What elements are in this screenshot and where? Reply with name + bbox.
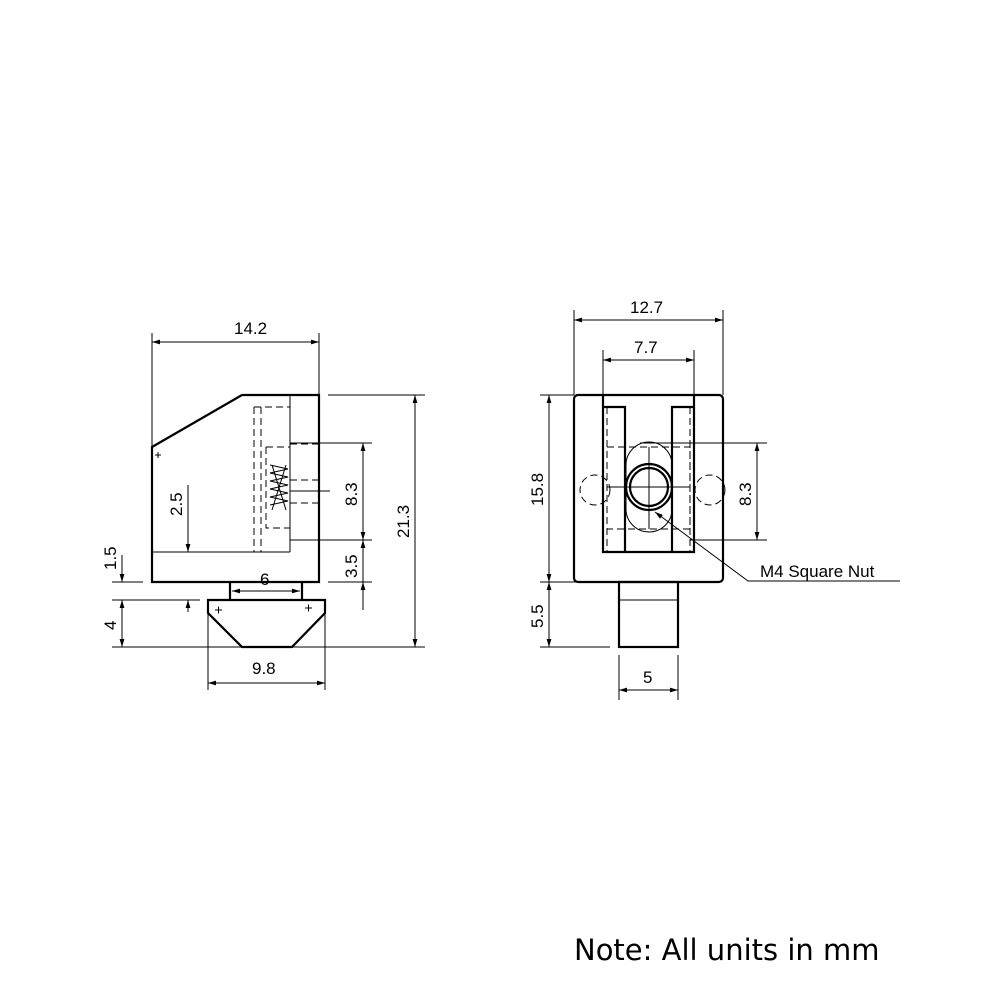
side-hole-left	[579, 474, 611, 506]
front-stem	[617, 580, 680, 649]
callout-m4-square-nut: M4 Square Nut	[760, 562, 875, 581]
dim-2-5: 2.5	[167, 492, 186, 516]
dim-9-8: 9.8	[252, 659, 276, 678]
side-hole-right	[694, 474, 726, 506]
dim-7-7: 7.7	[634, 338, 658, 357]
hidden-channel	[253, 406, 319, 552]
dim-6: 6	[260, 570, 269, 589]
dim-5-5: 5.5	[528, 604, 547, 628]
side-foot	[206, 598, 327, 649]
dim-5: 5	[643, 668, 652, 687]
dim-4: 4	[101, 621, 120, 630]
units-note: Note: All units in mm	[574, 933, 879, 967]
dim-15-8: 15.8	[528, 473, 547, 506]
side-neck	[228, 582, 304, 600]
dim-21-3: 21.3	[394, 505, 413, 538]
dim-8-3-left: 8.3	[342, 482, 361, 506]
thread-icon	[269, 464, 289, 511]
dim-3-5: 3.5	[342, 554, 361, 578]
front-view: 12.7 7.7 15.8 5.5 8.3 5 M4 Square Nut	[528, 298, 900, 700]
dim-1-5: 1.5	[101, 546, 120, 570]
dim-8-3-right: 8.3	[736, 482, 755, 506]
side-view: 14.2 21.3 8.3 3.5 2.5 1.5 4 6 9.8	[101, 319, 425, 690]
side-body-outline	[150, 393, 321, 584]
dim-12-7: 12.7	[630, 298, 663, 317]
dim-14-2: 14.2	[234, 319, 267, 338]
